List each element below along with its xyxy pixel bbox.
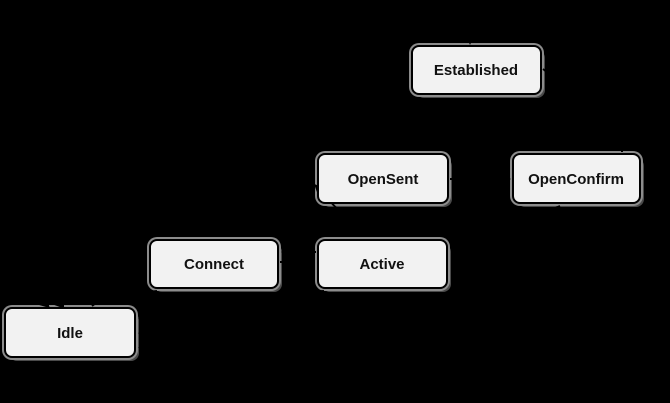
connect-box [149,239,279,289]
active-label: Active [359,256,404,273]
established-label: Established [434,62,518,79]
state-node-idle: Idle [4,307,136,358]
opensent-box [317,153,449,204]
transition-openconfirm-established [465,28,623,152]
state-node-connect: Connect [149,239,279,289]
state-node-openconfirm: OpenConfirm [512,153,641,204]
transition-openconfirm-idle [138,205,561,323]
connect-label: Connect [184,256,244,273]
openconfirm-box [512,153,641,204]
idle-box [4,307,136,358]
state-node-established: Established [411,45,542,95]
state-node-active: Active [317,239,448,289]
transition-established-idle [138,68,653,338]
idle-label: Idle [57,325,83,342]
active-box [317,239,448,289]
transition-active-idle [52,290,325,309]
transition-connect-opensent [235,164,315,237]
state-nodes: Idle Connect Active OpenSent OpenConfirm… [4,45,641,358]
state-node-opensent: OpenSent [317,153,449,204]
openconfirm-label: OpenConfirm [528,171,624,188]
transition-opensent-idle [138,198,315,349]
transition-idle-connect [91,264,146,307]
established-box [411,45,542,95]
opensent-label: OpenSent [348,171,419,188]
